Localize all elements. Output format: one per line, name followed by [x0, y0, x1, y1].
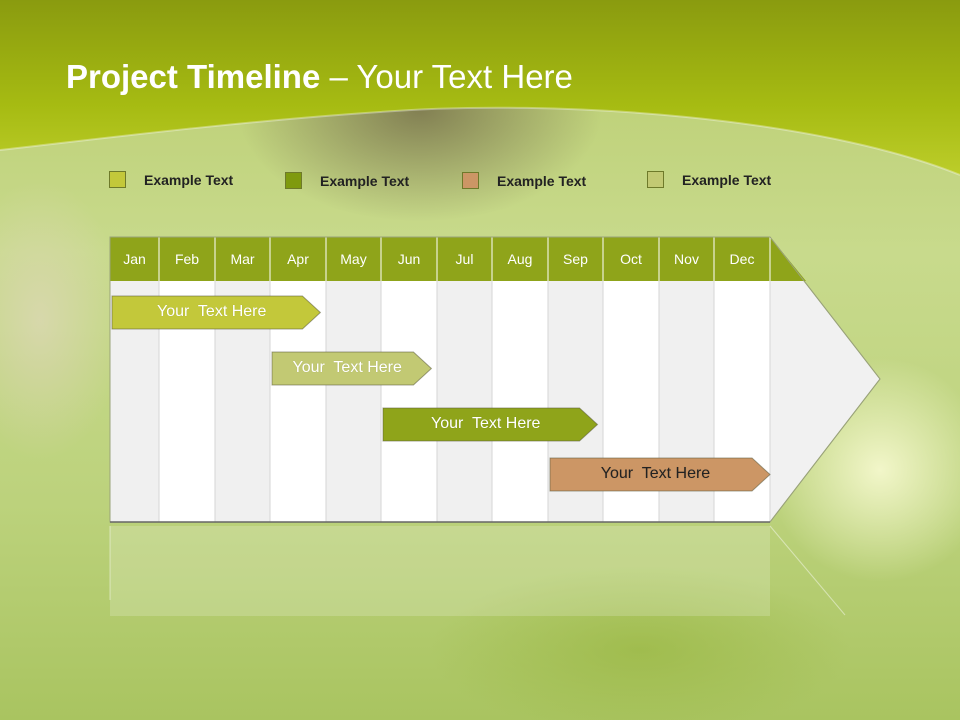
timeline-bar-2 [271, 351, 433, 386]
reflection-diagonal [769, 525, 846, 616]
month-label-mar: Mar [230, 251, 255, 267]
title-bold: Project Timeline [66, 58, 321, 95]
month-label-dec: Dec [729, 251, 755, 267]
month-label-apr: Apr [287, 251, 309, 267]
month-label-may: May [340, 251, 367, 267]
month-label-jun: Jun [397, 251, 421, 267]
month-column-may [326, 281, 381, 522]
legend-item-3: Example Text [462, 172, 586, 189]
month-column-jul [437, 281, 492, 522]
legend-swatch-1 [109, 171, 126, 188]
month-label-jan: Jan [123, 251, 146, 267]
month-column-aug [492, 281, 548, 522]
timeline-outline [109, 236, 881, 523]
timeline-bar-label-3: Your Text Here [431, 415, 541, 432]
legend-label-4: Example Text [682, 171, 772, 188]
legend-swatch-3 [462, 172, 479, 189]
legend-item-1: Example Text [109, 171, 233, 188]
legend-item-2: Example Text [285, 172, 409, 189]
month-column-jun [381, 281, 437, 522]
timeline-bar-label-1: Your Text Here [156, 303, 267, 320]
month-label-sep: Sep [563, 251, 588, 267]
timeline-reflection [110, 526, 770, 616]
month-label-oct: Oct [620, 251, 642, 267]
title-rest: – Your Text Here [320, 58, 573, 95]
timeline-bar-4 [549, 457, 771, 492]
header-band [0, 0, 960, 176]
timeline-bar-label-2: Your Text Here [292, 359, 402, 376]
slide-title: Project Timeline – Your Text Here [66, 58, 573, 96]
legend-label-3: Example Text [497, 172, 587, 189]
timeline-bar-1 [111, 295, 322, 330]
month-label-nov: Nov [674, 251, 699, 267]
legend-swatch-2 [285, 172, 302, 189]
legend-label-1: Example Text [144, 171, 234, 188]
month-label-aug: Aug [507, 251, 533, 267]
legend-label-2: Example Text [320, 172, 410, 189]
legend-item-4: Example Text [647, 171, 771, 188]
timeline-bar-3 [382, 407, 599, 442]
month-label-feb: Feb [174, 251, 200, 267]
legend-swatch-4 [647, 171, 664, 188]
month-header-band [110, 237, 806, 281]
timeline-bar-label-4: Your Text Here [600, 465, 711, 482]
month-label-jul: Jul [455, 251, 474, 267]
